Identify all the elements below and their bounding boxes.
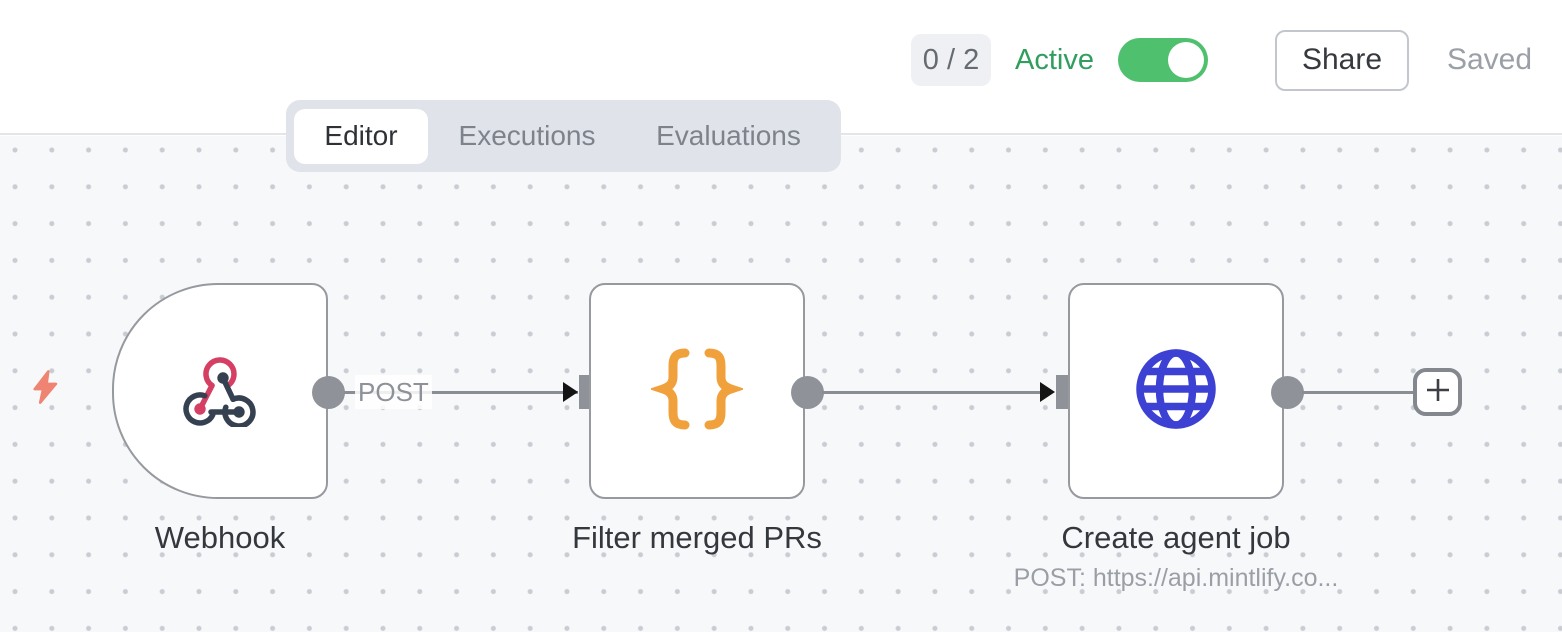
tab-editor[interactable]: Editor [294, 108, 428, 164]
share-button[interactable]: Share [1274, 29, 1409, 91]
edge-create-to-add [1302, 390, 1414, 394]
filter-output-port[interactable] [790, 375, 824, 409]
create-output-port[interactable] [1270, 375, 1304, 409]
node-subtitle-create-agent-job: POST: https://api.mintlify.co... [1013, 564, 1339, 592]
code-braces-icon [648, 343, 746, 440]
issues-counter-badge: 0 / 2 [911, 34, 991, 86]
workflow-canvas[interactable]: Webhook POST Filter merged PRs [0, 136, 1562, 632]
edge-arrowhead [1040, 382, 1055, 402]
add-node-button[interactable] [1413, 368, 1462, 416]
saved-status: Saved [1446, 43, 1533, 76]
active-label: Active [1015, 43, 1094, 76]
node-label-webhook: Webhook [154, 520, 286, 555]
edge-label-post: POST [355, 375, 432, 409]
node-webhook[interactable] [112, 283, 328, 499]
edge-webhook-to-filter [344, 390, 578, 394]
globe-icon [1130, 343, 1222, 440]
tab-executions[interactable]: Executions [458, 120, 596, 151]
view-tabs: Editor Executions Evaluations [286, 100, 841, 172]
active-toggle[interactable] [1117, 38, 1208, 82]
tab-evaluations[interactable]: Evaluations [656, 120, 801, 151]
node-label-create-agent-job: Create agent job [1061, 520, 1291, 555]
node-label-filter-merged-prs: Filter merged PRs [572, 520, 822, 555]
node-filter-merged-prs[interactable] [589, 283, 805, 499]
active-toggle-knob [1167, 42, 1204, 78]
plus-icon [1423, 375, 1453, 410]
webhook-output-port[interactable] [311, 375, 345, 409]
webhook-icon [182, 351, 258, 432]
top-bar-actions: 0 / 2 Active Share Saved [911, 26, 1532, 94]
node-create-agent-job[interactable] [1068, 283, 1284, 499]
lightning-bolt-icon [26, 366, 66, 413]
edge-arrowhead [563, 382, 578, 402]
edge-filter-to-create [822, 390, 1043, 394]
